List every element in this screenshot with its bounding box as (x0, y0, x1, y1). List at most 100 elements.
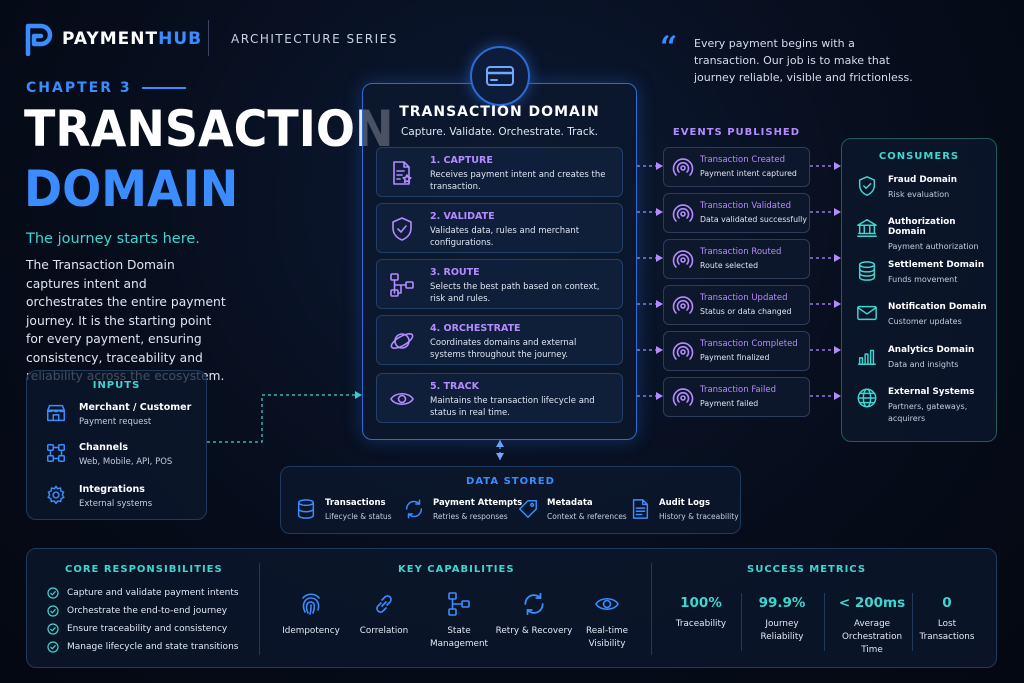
channels-grid-icon (47, 444, 65, 462)
events-title: EVENTS PUBLISHED (672, 127, 801, 138)
brand-name: PAYMENTHUB (62, 29, 203, 49)
responsibility-item: Ensure traceability and consistency (47, 623, 227, 635)
capability-realtime-visibility: Real-time Visibility (568, 591, 646, 651)
shield-check-icon (858, 176, 876, 196)
metric-traceability: 100% Traceability (675, 595, 727, 629)
state-flow-icon (448, 592, 470, 616)
retry-arrows-icon (524, 592, 544, 616)
quote-mark-icon: “ (660, 30, 678, 65)
storefront-icon (47, 404, 65, 422)
header-divider (208, 20, 209, 56)
broadcast-signal-icon (672, 250, 694, 268)
globe-icon (857, 388, 877, 408)
chapter-label: CHAPTER 3 (26, 80, 186, 96)
check-circle-icon (47, 623, 59, 635)
page-title-line1: TRANSACTION (24, 100, 394, 158)
bank-icon (857, 219, 877, 237)
check-circle-icon (47, 587, 59, 599)
intro-paragraph: The Transaction Domain captures intent a… (26, 258, 226, 383)
domain-icon-badge (470, 46, 530, 106)
check-circle-icon (47, 641, 59, 653)
step-route: 3. ROUTE Selects the best path based on … (376, 259, 623, 309)
paymenthub-logo (25, 23, 53, 56)
check-circle-icon (47, 605, 59, 617)
fingerprint-icon (302, 593, 320, 615)
bottom-divider (651, 563, 652, 655)
retry-arrows-icon (405, 499, 423, 519)
inputs-title: INPUTS (92, 380, 141, 391)
responsibility-item: Orchestrate the end-to-end journey (47, 605, 227, 617)
metric-divider (912, 593, 913, 651)
metric-divider (824, 593, 825, 651)
broadcast-signal-icon (672, 342, 694, 360)
shield-check-icon (392, 217, 412, 241)
log-document-icon (632, 499, 649, 519)
tag-icon (519, 500, 537, 518)
metric-journey-reliability: 99.9% Journey Reliability (758, 595, 806, 642)
responsibilities-title: CORE RESPONSIBILITIES (65, 564, 223, 575)
metrics-title: SUCCESS METRICS (747, 564, 867, 575)
planet-orbit-icon (390, 333, 414, 349)
step-capture: 1. CAPTURE Receives payment intent and c… (376, 147, 623, 197)
bottom-divider (259, 563, 260, 655)
quote-text: Every payment begins with a transaction.… (694, 37, 913, 84)
eye-icon (390, 392, 414, 406)
eye-icon (595, 597, 619, 611)
page-title-line2: DOMAIN (24, 160, 239, 218)
responsibility-item: Manage lifecycle and state transitions (47, 641, 238, 653)
coin-stack-icon (858, 261, 876, 281)
capabilities-title: KEY CAPABILITIES (398, 564, 515, 575)
broadcast-signal-icon (672, 204, 694, 222)
credit-card-icon (486, 66, 514, 86)
capability-correlation: Correlation (345, 591, 423, 638)
route-flow-icon (390, 273, 414, 297)
step-orchestrate: 4. ORCHESTRATE Coordinates domains and e… (376, 315, 623, 365)
broadcast-signal-icon (672, 158, 694, 176)
consumers-title: CONSUMERS (878, 151, 960, 162)
summary-panel: CORE RESPONSIBILITIES Capture and valida… (26, 548, 997, 668)
gear-icon (47, 485, 65, 505)
tagline: The journey starts here. (26, 231, 200, 247)
capability-idempotency: Idempotency (272, 591, 350, 638)
domain-title: TRANSACTION DOMAIN (399, 104, 600, 120)
capability-retry-recovery: Retry & Recovery (495, 591, 573, 638)
step-track: 5. TRACK Maintains the transaction lifec… (376, 373, 623, 423)
domain-subtitle: Capture. Validate. Orchestrate. Track. (400, 126, 599, 138)
chain-link-icon (376, 595, 392, 613)
metric-orchestration-time: < 200ms Average Orchestration Time (838, 595, 906, 655)
metric-lost-transactions: 0 Lost Transactions (919, 595, 975, 642)
step-validate: 2. VALIDATE Validates data, rules and me… (376, 203, 623, 253)
broadcast-signal-icon (672, 388, 694, 406)
metric-divider (741, 593, 742, 651)
series-label: ARCHITECTURE SERIES (231, 32, 398, 46)
capability-state-management: State Management (420, 591, 498, 651)
envelope-icon (857, 305, 877, 321)
database-icon (297, 499, 315, 519)
responsibility-item: Capture and validate payment intents (47, 587, 239, 599)
broadcast-signal-icon (672, 296, 694, 314)
document-star-icon (393, 161, 412, 185)
data-stored-title: DATA STORED (466, 476, 555, 487)
bar-chart-icon (858, 349, 876, 365)
